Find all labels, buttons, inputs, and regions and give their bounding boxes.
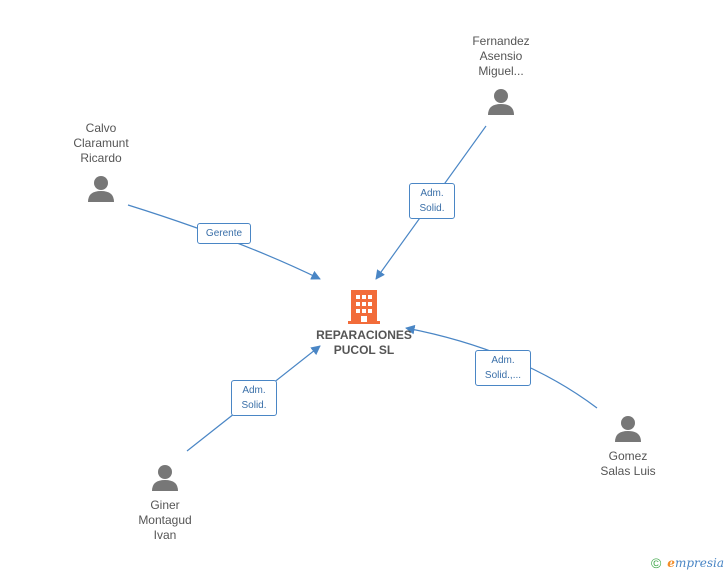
person-icon [615, 416, 641, 442]
person-name: Gomez Salas Luis [600, 449, 656, 478]
person-name: Fernandez Asensio Miguel... [472, 34, 530, 78]
building-icon [348, 290, 380, 324]
copyright-icon: © [650, 555, 662, 571]
company-name: REPARACIONES PUCOL SL [316, 328, 412, 357]
person-icon [88, 176, 114, 202]
relation-label-gomez[interactable]: Adm. Solid.,... [475, 350, 531, 386]
person-node-gomez[interactable]: Gomez Salas Luis [573, 414, 683, 479]
company-node[interactable]: REPARACIONES PUCOL SL [304, 288, 424, 358]
person-node-giner[interactable]: Giner Montagud Ivan [110, 463, 220, 543]
person-name: Giner Montagud Ivan [138, 498, 192, 542]
relation-label-fernandez[interactable]: Adm. Solid. [409, 183, 455, 219]
person-node-fernandez[interactable]: Fernandez Asensio Miguel... [446, 34, 556, 117]
relation-label-calvo[interactable]: Gerente [197, 223, 251, 244]
person-name: Calvo Claramunt Ricardo [73, 121, 129, 165]
person-node-calvo[interactable]: Calvo Claramunt Ricardo [46, 121, 156, 204]
brand-logo[interactable]: empresia [667, 556, 724, 570]
relation-label-giner[interactable]: Adm. Solid. [231, 380, 277, 416]
person-icon [152, 465, 178, 491]
brand-footer: © empresia [651, 555, 724, 571]
person-icon [488, 89, 514, 115]
